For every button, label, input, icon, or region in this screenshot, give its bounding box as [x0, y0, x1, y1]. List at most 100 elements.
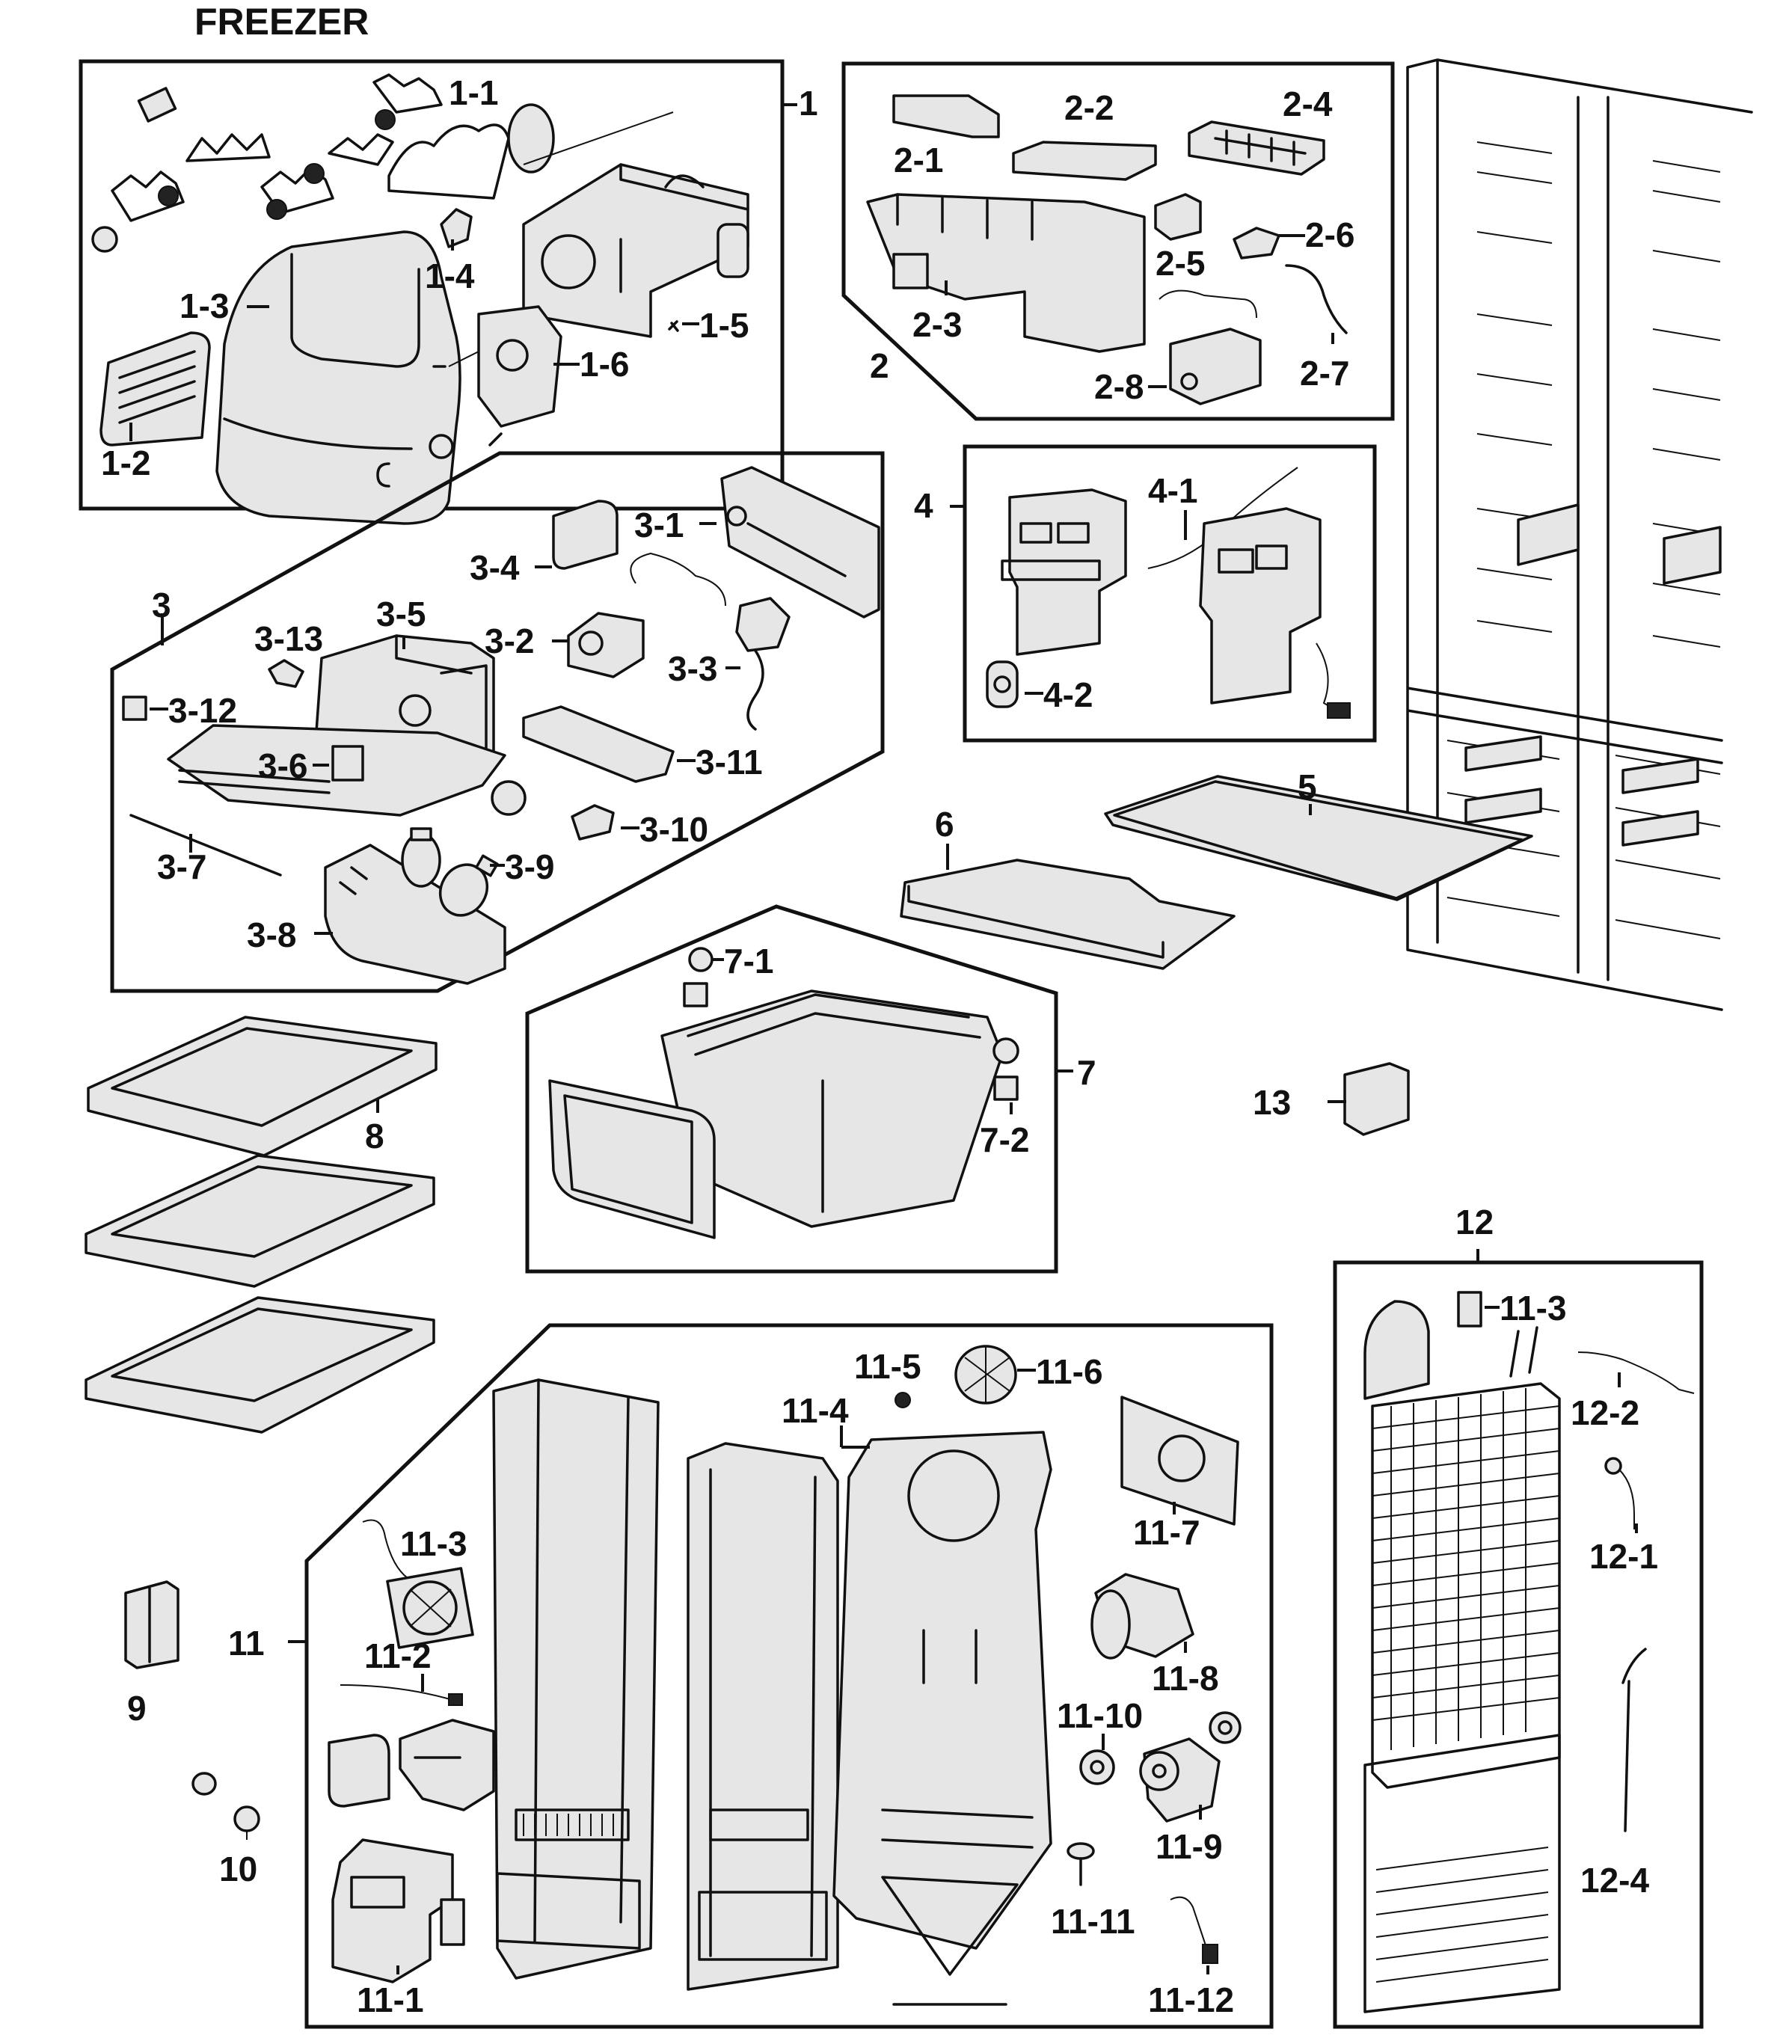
label-3-6: 3-6 [258, 746, 307, 785]
part-11-7-cover [1120, 1396, 1239, 1526]
label-11-2: 11-2 [364, 1636, 432, 1675]
part-5-shelf [1104, 775, 1533, 901]
group-11-frame [304, 1323, 1274, 2029]
label-11-7: 11-7 [1133, 1513, 1200, 1552]
label-1: 1 [799, 84, 818, 123]
label-11-5: 11-5 [854, 1347, 921, 1386]
group-11-evaporator-cover: 11 11-4 11-5 [228, 1323, 1274, 2029]
part-3-9-bulbs [401, 827, 499, 917]
label-11-11: 11-11 [1051, 1902, 1135, 1941]
label-3-7: 3-7 [157, 847, 206, 886]
label-2-1: 2-1 [894, 141, 943, 179]
part-11-2-harness [340, 1684, 463, 1706]
part-rear-panel-middle [687, 1442, 839, 1991]
label-1-2: 1-2 [101, 444, 150, 482]
drawer-body-part [660, 989, 1004, 1228]
label-2-6: 2-6 [1305, 215, 1354, 254]
part-3-7 [129, 814, 282, 877]
label-6: 6 [935, 805, 954, 844]
label-3-2: 3-2 [485, 622, 534, 660]
part-2-1 [892, 94, 1000, 138]
part-rear-panel-left [492, 1378, 660, 1980]
label-11-3-b: 11-3 [1500, 1289, 1567, 1328]
label-5: 5 [1298, 767, 1317, 806]
part-10 [191, 1772, 260, 1840]
part-2-8-ice-maker-motor [1159, 289, 1262, 405]
label-11-9: 11-9 [1156, 1827, 1223, 1866]
part-3-2-motor [567, 552, 726, 678]
label-11-1: 11-1 [357, 1980, 424, 2019]
part-3-3-solenoid [735, 597, 791, 731]
label-11-12: 11-12 [1148, 1980, 1234, 2019]
label-3-13: 3-13 [254, 619, 323, 658]
part-3-4 [552, 500, 619, 570]
part-12-4-heater [1621, 1648, 1647, 1832]
part-11-3-fan [362, 1519, 474, 1649]
group-7-drawer: 7 7-1 7-2 [525, 904, 1096, 1274]
label-2-3: 2-3 [912, 305, 962, 344]
part-3-11 [522, 705, 675, 783]
part-7-2-clip [993, 1075, 1019, 1101]
label-4: 4 [914, 486, 933, 525]
label-7-2: 7-2 [980, 1120, 1029, 1159]
label-12-4: 12-4 [1580, 1861, 1649, 1900]
part-11-11-screw [1067, 1842, 1095, 1886]
evaporator-coil-part [1363, 1300, 1561, 2013]
part-dispenser-right [1199, 507, 1351, 719]
label-3: 3 [152, 586, 171, 624]
label-13: 13 [1253, 1083, 1291, 1122]
label-4-1: 4-1 [1148, 471, 1197, 510]
label-10: 10 [219, 1850, 257, 1888]
label-9: 9 [127, 1689, 147, 1728]
label-7: 7 [1077, 1053, 1096, 1092]
part-12-1-sensor [1604, 1457, 1635, 1529]
part-6-drawer-cover [900, 844, 1236, 970]
label-11: 11 [228, 1624, 265, 1663]
group-2-frame [841, 61, 1395, 421]
part-3-1-cover [720, 466, 880, 619]
part-3-13 [268, 659, 304, 688]
label-12-2: 12-2 [1571, 1393, 1639, 1432]
part-3-12 [122, 696, 147, 721]
part-2-2 [1012, 141, 1157, 181]
label-3-10: 3-10 [639, 810, 708, 849]
group-4-frame [963, 444, 1377, 743]
part-dispenser-left [1001, 488, 1127, 656]
label-2-5: 2-5 [1156, 244, 1205, 283]
part-11-10-grommet [1079, 1749, 1115, 1785]
part-3-8-lamp-cover [324, 844, 506, 985]
part-2-3-housing [866, 193, 1146, 353]
auger-blades-part [91, 73, 674, 253]
knob-part [491, 780, 527, 816]
part-2-4 [1188, 120, 1325, 176]
group-3-frame [110, 451, 885, 993]
label-11-4: 11-4 [782, 1391, 849, 1430]
screw-1-5-part [668, 320, 679, 332]
part-12-2-wire [1577, 1351, 1695, 1394]
label-3-9: 3-9 [505, 847, 554, 886]
label-3-12: 3-12 [168, 691, 237, 730]
label-3-5: 3-5 [376, 595, 426, 633]
cabinet-part [1406, 58, 1753, 1011]
part-7-2-wheel [992, 1037, 1019, 1064]
bucket-front-cover-part [99, 331, 211, 446]
clip-part [376, 462, 390, 488]
label-2-7: 2-7 [1300, 354, 1349, 393]
label-2-8: 2-8 [1094, 367, 1144, 406]
label-7-1: 7-1 [724, 942, 773, 980]
label-2-2: 2-2 [1064, 88, 1114, 127]
group-7-frame [525, 904, 1058, 1274]
bracket-1-4-part [440, 208, 473, 248]
group-1-ice-bucket: 1 1-1 1-3 [79, 59, 818, 525]
part-2-5 [1154, 193, 1202, 241]
label-1-5: 1-5 [699, 306, 749, 345]
label-3-11: 3-11 [696, 743, 763, 782]
part-8-shelves [85, 1016, 438, 1434]
part-11-3-b [1457, 1291, 1482, 1328]
group-12-frame [1333, 1260, 1704, 2029]
group-2-ice-maker: 2 2-1 2-2 2-4 2-3 2-5 2-6 2-7 [841, 61, 1395, 421]
part-11-1-damper [331, 1838, 465, 1983]
part-3-10 [571, 804, 615, 841]
label-3-3: 3-3 [668, 649, 717, 688]
